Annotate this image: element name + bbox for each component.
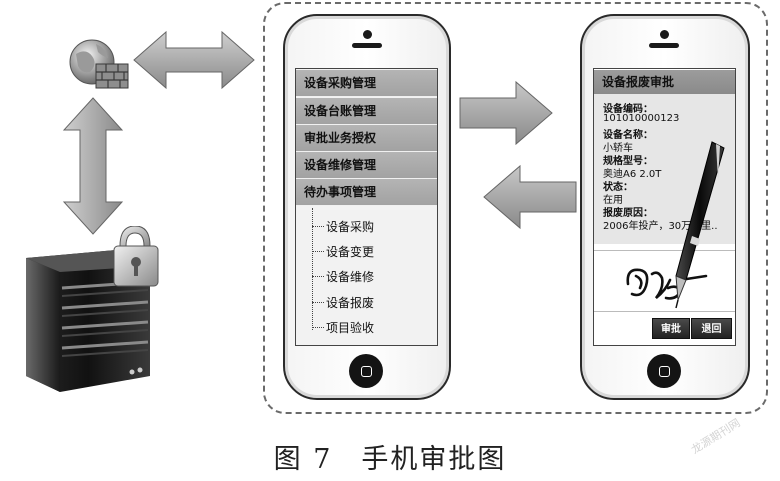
menu-item-maintenance[interactable]: 设备维修管理 <box>296 152 437 179</box>
double-arrow-vertical-icon <box>62 97 124 235</box>
pen-icon <box>675 141 725 309</box>
menu-item-ledger[interactable]: 设备台账管理 <box>296 98 437 125</box>
tree-branch <box>312 327 324 328</box>
phone-speaker <box>352 43 382 48</box>
arrow-left-icon <box>483 164 577 230</box>
field-value-reason: 2006年投产，30万公里.. <box>603 221 718 232</box>
field-value-model: 奥迪A6 2.0T <box>603 169 662 180</box>
network-firewall-icon <box>69 39 129 89</box>
field-label-code: 设备编码： <box>603 104 653 115</box>
phone-camera <box>660 30 669 39</box>
approve-button[interactable]: 审批 <box>652 318 690 339</box>
submenu-item-acceptance[interactable]: 项目验收 <box>326 321 375 335</box>
tree-branch <box>312 302 324 303</box>
mobile-approval-frame <box>263 2 768 414</box>
phone-speaker <box>649 43 679 48</box>
phone-camera <box>363 30 372 39</box>
tree-branch <box>312 251 324 252</box>
menu-item-purchase[interactable]: 设备采购管理 <box>296 70 437 97</box>
arrow-right-icon <box>459 80 553 146</box>
field-label-reason: 报废原因： <box>603 208 653 219</box>
field-label-model: 规格型号： <box>603 156 653 167</box>
form-title: 设备报废审批 <box>594 70 735 94</box>
menu-item-authorization[interactable]: 审批业务授权 <box>296 125 437 152</box>
tree-branch <box>312 226 324 227</box>
field-value-code: 101010000123 <box>603 113 680 124</box>
field-value-status: 在用 <box>603 195 623 206</box>
home-button[interactable] <box>647 354 681 388</box>
submenu-item-repair[interactable]: 设备维修 <box>326 270 375 284</box>
field-value-name: 小轿车 <box>603 143 633 154</box>
server-lock-icon <box>26 226 159 392</box>
home-button[interactable] <box>349 354 383 388</box>
tree-branch <box>312 276 324 277</box>
figure-caption: 图 7 手机审批图 <box>273 444 507 475</box>
submenu-item-purchase[interactable]: 设备采购 <box>326 220 375 234</box>
field-label-name: 设备名称： <box>603 130 653 141</box>
submenu-item-scrap[interactable]: 设备报废 <box>326 296 375 310</box>
menu-item-todo[interactable]: 待办事项管理 <box>296 179 437 206</box>
double-arrow-horizontal-icon <box>133 30 255 90</box>
handwritten-signature <box>626 268 708 300</box>
submenu-item-change[interactable]: 设备变更 <box>326 245 375 259</box>
submenu-tree-line <box>312 208 313 330</box>
field-label-status: 状态： <box>603 182 633 193</box>
signature-pad[interactable] <box>594 250 735 312</box>
reject-button[interactable]: 退回 <box>691 318 732 339</box>
